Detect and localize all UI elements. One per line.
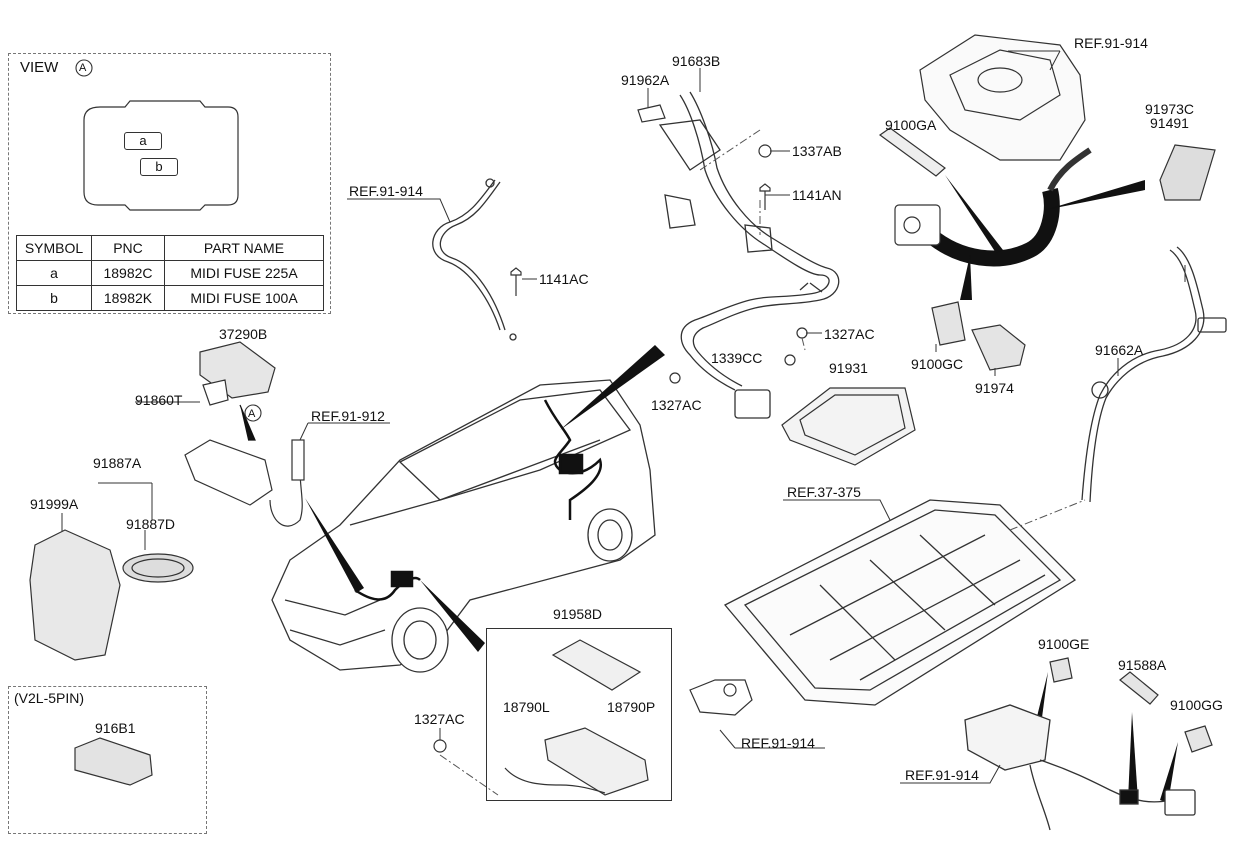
- view-panel-title-marker: A: [79, 62, 87, 74]
- clamp-91887D: [122, 553, 194, 583]
- part-label-91588A[interactable]: 91588A: [1118, 657, 1167, 673]
- part-label-1141AN[interactable]: 1141AN: [792, 187, 842, 203]
- ref-label-91-914[interactable]: REF.91-914: [1074, 35, 1148, 51]
- main-harness-91683B: [658, 91, 840, 419]
- pe-module-ref-91-914: [919, 34, 1086, 161]
- part-label-37290B[interactable]: 37290B: [219, 326, 268, 342]
- fuse-slot-b: b: [140, 158, 178, 176]
- part-label-91662A[interactable]: 91662A: [1095, 342, 1144, 358]
- ref-label-91-912[interactable]: REF.91-912: [311, 408, 385, 424]
- harness-91662A: [1081, 246, 1227, 503]
- part-label-1141AC[interactable]: 1141AC: [539, 271, 589, 287]
- ref-label-91-914[interactable]: REF.91-914: [349, 183, 423, 199]
- cover-plate-91931: [781, 387, 916, 466]
- fuse-slot-a: a: [124, 132, 162, 150]
- battery-connector: [689, 679, 753, 716]
- part-label-91973C[interactable]: 91973C: [1145, 101, 1195, 117]
- sleeve-91588A: [1119, 671, 1159, 705]
- part-label-91887A[interactable]: 91887A: [93, 455, 142, 471]
- part-label-91931[interactable]: 91931: [829, 360, 868, 376]
- view-panel-title: VIEW: [20, 59, 59, 76]
- cell-pnc: 18982C: [91, 260, 165, 286]
- header-symbol: SYMBOL: [16, 235, 92, 261]
- junction-box-group: [504, 639, 649, 796]
- part-label-91887D[interactable]: 91887D: [126, 516, 176, 532]
- header-part-name: PART NAME: [164, 235, 324, 261]
- part-label-1327AC[interactable]: 1327AC: [414, 711, 465, 727]
- part-label-91683B[interactable]: 91683B: [672, 53, 721, 69]
- ref-label-91-914[interactable]: REF.91-914: [905, 767, 979, 783]
- part-label-1337AB[interactable]: 1337AB: [792, 143, 842, 159]
- battery-pack-ref-37-375: [723, 499, 1077, 706]
- cap-9100GG: [1184, 725, 1213, 753]
- part-label-916B1[interactable]: 916B1: [95, 720, 136, 736]
- cell-part-name: MIDI FUSE 100A: [164, 285, 324, 311]
- part-label-1327AC[interactable]: 1327AC: [651, 397, 702, 413]
- table-row: b 18982K MIDI FUSE 100A: [16, 285, 324, 311]
- v2l-panel: [8, 686, 207, 834]
- v2l-cap-916B1: [74, 737, 153, 786]
- table-row: a 18982C MIDI FUSE 225A: [16, 260, 324, 286]
- fuse-table-header: SYMBOL PNC PART NAME: [16, 235, 324, 261]
- fuse-cover-37290B: [199, 341, 276, 406]
- fuse-block-assembly: [184, 404, 305, 527]
- part-label-9100GA[interactable]: 9100GA: [885, 117, 937, 133]
- ref-label-91-914[interactable]: REF.91-914: [741, 735, 815, 751]
- part-label-1339CC[interactable]: 1339CC: [711, 350, 763, 366]
- part-label-91999A[interactable]: 91999A: [30, 496, 79, 512]
- sleeve-9100GA: [878, 127, 946, 177]
- junction-cover-91999A: [29, 529, 121, 661]
- part-label-9100GC[interactable]: 9100GC: [911, 356, 964, 372]
- junction-box-panel: [486, 628, 672, 801]
- view-title-marker: [75, 59, 93, 77]
- view-a-marker: [244, 404, 262, 422]
- battery-cable-ref-91-914: [432, 178, 517, 341]
- header-pnc: PNC: [91, 235, 165, 261]
- vehicle-harness: [354, 399, 603, 601]
- fasteners: [433, 144, 808, 753]
- bracket-91962A: [637, 104, 666, 123]
- part-label-91860T[interactable]: 91860T: [135, 392, 183, 408]
- part-label-1327AC[interactable]: 1327AC: [824, 326, 875, 342]
- part-label-91491[interactable]: 91491: [1150, 115, 1189, 131]
- bottom-right-harness: [964, 704, 1196, 831]
- fuse-table: SYMBOL PNC PART NAME a 18982C MIDI FUSE …: [16, 235, 324, 311]
- dash-dot-lines: [439, 129, 1086, 796]
- part-label-91974[interactable]: 91974: [975, 380, 1014, 396]
- part-label-9100GG[interactable]: 9100GG: [1170, 697, 1223, 713]
- cell-pnc: 18982K: [91, 285, 165, 311]
- part-label-91962A[interactable]: 91962A: [621, 72, 670, 88]
- part-label-91958D[interactable]: 91958D: [553, 606, 603, 622]
- cap-9100GE: [1049, 657, 1073, 683]
- hv-cable-top-right: [894, 147, 1092, 267]
- leader-lines: [61, 50, 1186, 784]
- ref-label-37-375[interactable]: REF.37-375: [787, 484, 861, 500]
- part-label-18790P[interactable]: 18790P: [607, 699, 656, 715]
- cell-symbol: b: [16, 285, 92, 311]
- view-a-marker-label: A: [248, 408, 256, 420]
- cell-symbol: a: [16, 260, 92, 286]
- view-a-panel: [8, 53, 331, 314]
- v2l-panel-title: (V2L-5PIN): [14, 690, 85, 706]
- part-label-18790L[interactable]: 18790L: [503, 699, 550, 715]
- cell-part-name: MIDI FUSE 225A: [164, 260, 324, 286]
- part-label-9100GE[interactable]: 9100GE: [1038, 636, 1090, 652]
- callout-wedges: [305, 175, 1178, 803]
- boot-91973C: [1159, 144, 1216, 201]
- fuse-box-outline: [83, 100, 239, 211]
- caps-9100GC-91974: [931, 301, 1026, 371]
